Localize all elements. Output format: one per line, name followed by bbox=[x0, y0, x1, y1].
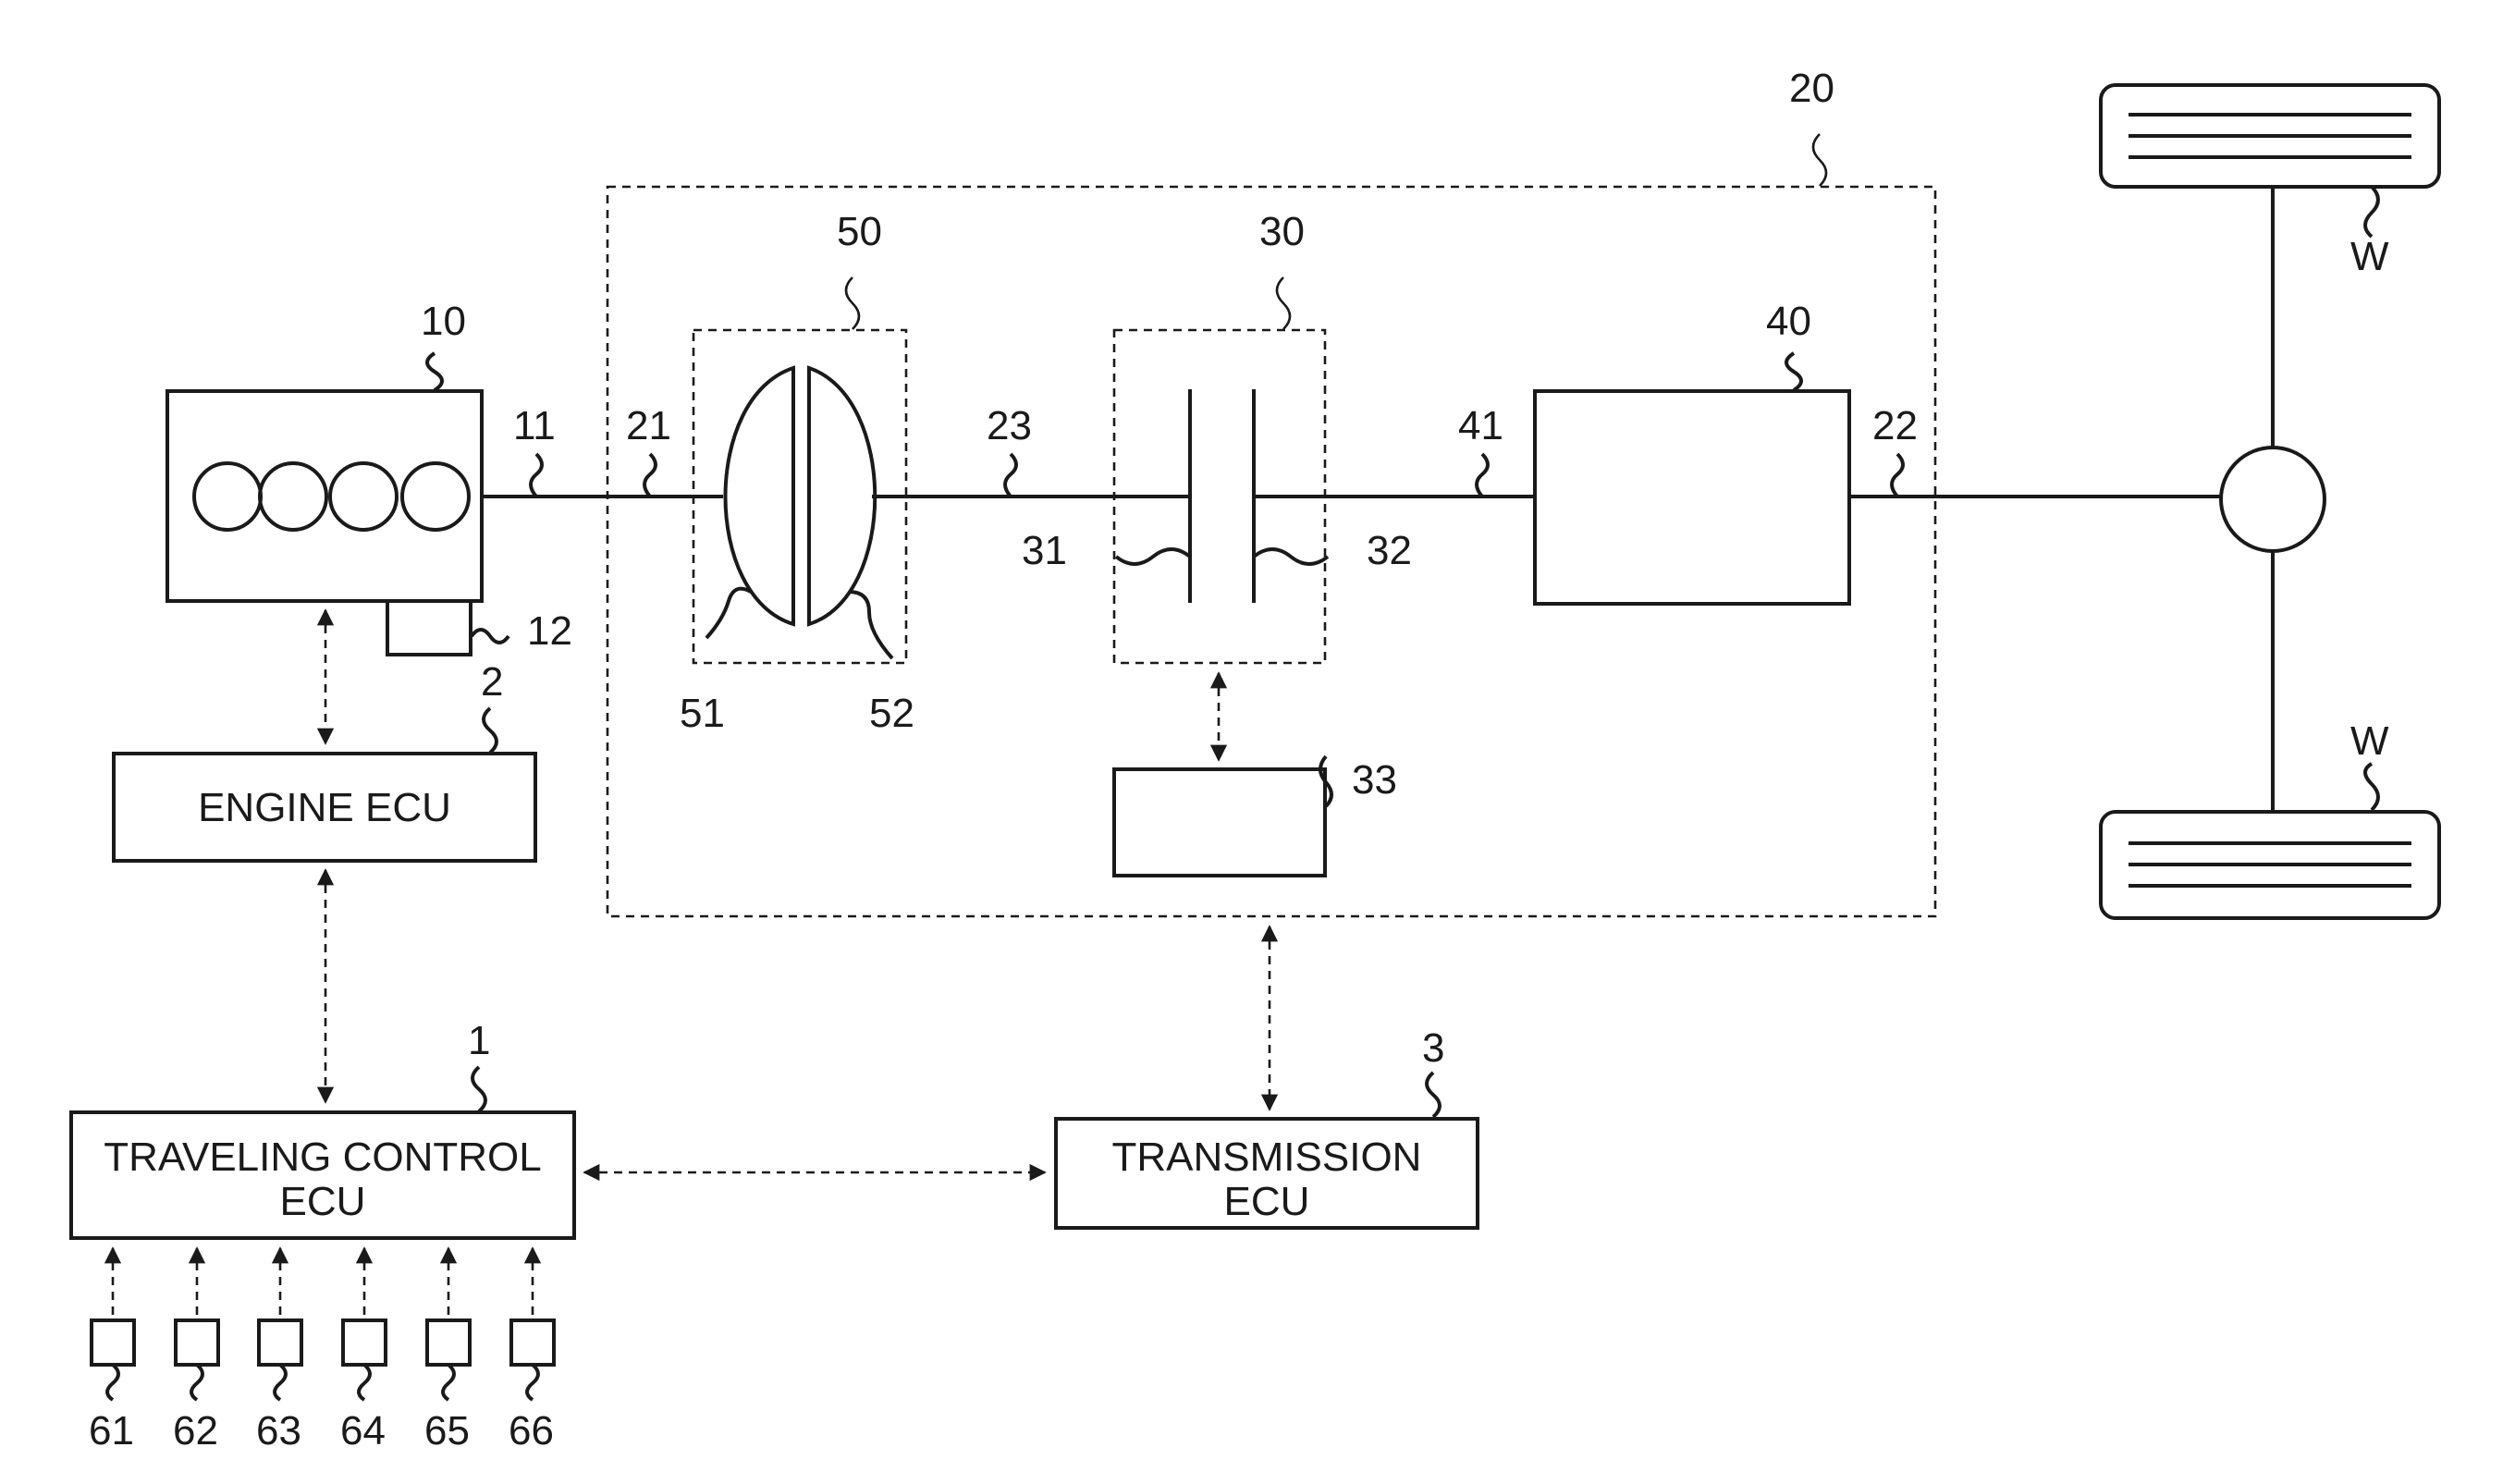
output-shaft-ref: 11 bbox=[513, 403, 556, 448]
sensor-63: 63 bbox=[256, 1248, 301, 1453]
transmission-ecu-ref: 3 bbox=[1422, 1025, 1444, 1071]
starter bbox=[387, 601, 471, 655]
differential bbox=[2221, 448, 2325, 551]
wheel-top bbox=[2101, 85, 2439, 187]
cvt-input-shaft-ref: 41 bbox=[1458, 403, 1503, 448]
engine-ref: 10 bbox=[421, 299, 466, 344]
starter-leader bbox=[472, 630, 509, 643]
engine-ecu-label: ENGINE ECU bbox=[198, 785, 451, 830]
pump-impeller-ref: 51 bbox=[680, 691, 725, 736]
traveling-control-ecu-ref: 1 bbox=[468, 1018, 490, 1063]
transmission-ecu-label-1: TRANSMISSION bbox=[1112, 1134, 1422, 1180]
sensor-61-ref: 61 bbox=[89, 1408, 134, 1453]
input-shaft-ref: 21 bbox=[626, 403, 671, 448]
starter-ref: 12 bbox=[527, 608, 572, 654]
sensor-65: 65 bbox=[424, 1248, 470, 1453]
turbine-runner-ref: 52 bbox=[869, 691, 914, 736]
pump-impeller bbox=[726, 368, 794, 624]
wheel-bottom bbox=[2101, 812, 2439, 918]
transmission-ecu-label-2: ECU bbox=[1224, 1179, 1310, 1224]
engine bbox=[167, 391, 482, 601]
transmission-ref: 20 bbox=[1789, 66, 1834, 111]
sensor-64-ref: 64 bbox=[340, 1408, 386, 1453]
clutch-plate-32-ref: 32 bbox=[1367, 528, 1412, 573]
output-shaft-22-ref: 22 bbox=[1872, 403, 1918, 448]
engine-ecu-ref: 2 bbox=[481, 659, 503, 705]
wheel-top-ref: W bbox=[2350, 234, 2389, 279]
clutch-plate-31-ref: 31 bbox=[1022, 528, 1067, 573]
torque-converter-ref: 50 bbox=[837, 209, 882, 254]
traveling-control-ecu-label-1: TRAVELING CONTROL bbox=[104, 1134, 541, 1180]
sensor-64: 64 bbox=[340, 1248, 386, 1453]
sensor-66: 66 bbox=[509, 1248, 554, 1453]
engine-leader bbox=[427, 353, 442, 390]
traveling-control-ecu-label-2: ECU bbox=[280, 1179, 366, 1224]
clutch-actuator-ref: 33 bbox=[1352, 757, 1397, 803]
sensor-62: 62 bbox=[173, 1248, 218, 1453]
clutch-ref: 30 bbox=[1259, 209, 1305, 254]
sensor-63-ref: 63 bbox=[256, 1408, 301, 1453]
sensor-65-ref: 65 bbox=[424, 1408, 470, 1453]
wheel-bottom-ref: W bbox=[2350, 718, 2389, 764]
intermediate-shaft-ref: 23 bbox=[987, 403, 1032, 448]
sensor-62-ref: 62 bbox=[173, 1408, 218, 1453]
clutch-actuator bbox=[1114, 769, 1325, 876]
cvt bbox=[1535, 391, 1849, 604]
cvt-ref: 40 bbox=[1766, 299, 1811, 344]
turbine-runner bbox=[809, 368, 875, 624]
sensor-66-ref: 66 bbox=[509, 1408, 554, 1453]
sensor-61: 61 bbox=[89, 1248, 134, 1453]
